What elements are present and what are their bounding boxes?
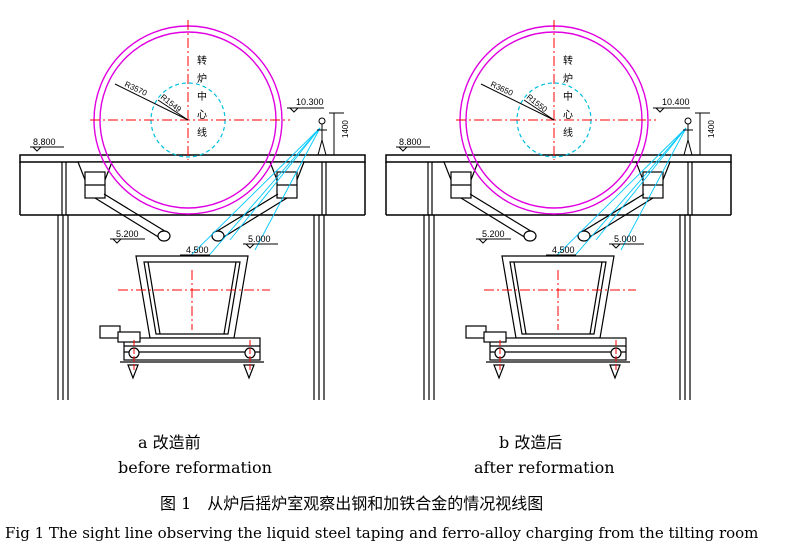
panel-a-center-char-5: 线	[197, 126, 207, 139]
panel-a-label: a 改造前	[138, 429, 201, 453]
panel-b-level-left: 5.200	[482, 229, 505, 239]
panel-a-description: before reformation	[118, 458, 272, 477]
figure-caption-cn: 图 1 从炉后摇炉室观察出钢和加铁合金的情况视线图	[160, 494, 544, 513]
panel-b-center-char-4: 心	[563, 109, 573, 121]
panel-a-level-platform: 8.800	[33, 137, 56, 147]
panel-b-level-platform: 8.800	[399, 137, 422, 147]
diagram-figure: R3570 R1549 转 炉 中 心 线 10.300 8.800 1400 …	[19, 19, 732, 401]
panel-a-center-char-2: 炉	[197, 73, 207, 85]
panel-b-label: b 改造后	[499, 429, 562, 453]
panel-b-radius-outer: R3650	[489, 80, 515, 98]
panel-b-level-right: 5.000	[614, 234, 637, 244]
panel-a-cn-label: 改造前	[152, 433, 201, 452]
panel-a-letter: a	[138, 433, 148, 452]
panel-a-radius-outer: R3570	[123, 80, 149, 98]
panel-a-center-char-4: 心	[197, 109, 207, 121]
figure-caption-en: Fig 1 The sight line observing the liqui…	[5, 524, 759, 542]
panel-a-level-left: 5.200	[116, 229, 139, 239]
panel-a-center-char-1: 转	[197, 54, 207, 67]
panel-b-drawing: R3650 R1550 转 炉 中 心 线 10.400 8.800 1400 …	[385, 19, 732, 401]
panel-a-level-ladle: 4.500	[186, 245, 209, 255]
panel-b-description: after reformation	[474, 458, 615, 477]
panel-a-center-char-3: 中	[197, 90, 207, 103]
panel-b-center-char-1: 转	[563, 54, 573, 67]
panel-a-level-right: 5.000	[248, 234, 271, 244]
panel-b-cn-label: 改造后	[514, 433, 563, 452]
panel-b-center-char-5: 线	[563, 126, 573, 139]
panel-b-level-top: 10.400	[662, 97, 690, 107]
panel-b-center-char-3: 中	[563, 90, 573, 103]
panel-a-level-top: 10.300	[296, 97, 324, 107]
panel-b-letter: b	[499, 433, 510, 452]
panel-a-height-dim: 1400	[341, 120, 350, 138]
panel-b-center-char-2: 炉	[563, 73, 573, 85]
panel-b-level-ladle: 4.500	[552, 245, 575, 255]
panel-a-drawing: R3570 R1549 转 炉 中 心 线 10.300 8.800 1400 …	[19, 19, 366, 401]
panel-b-height-dim: 1400	[707, 120, 716, 138]
